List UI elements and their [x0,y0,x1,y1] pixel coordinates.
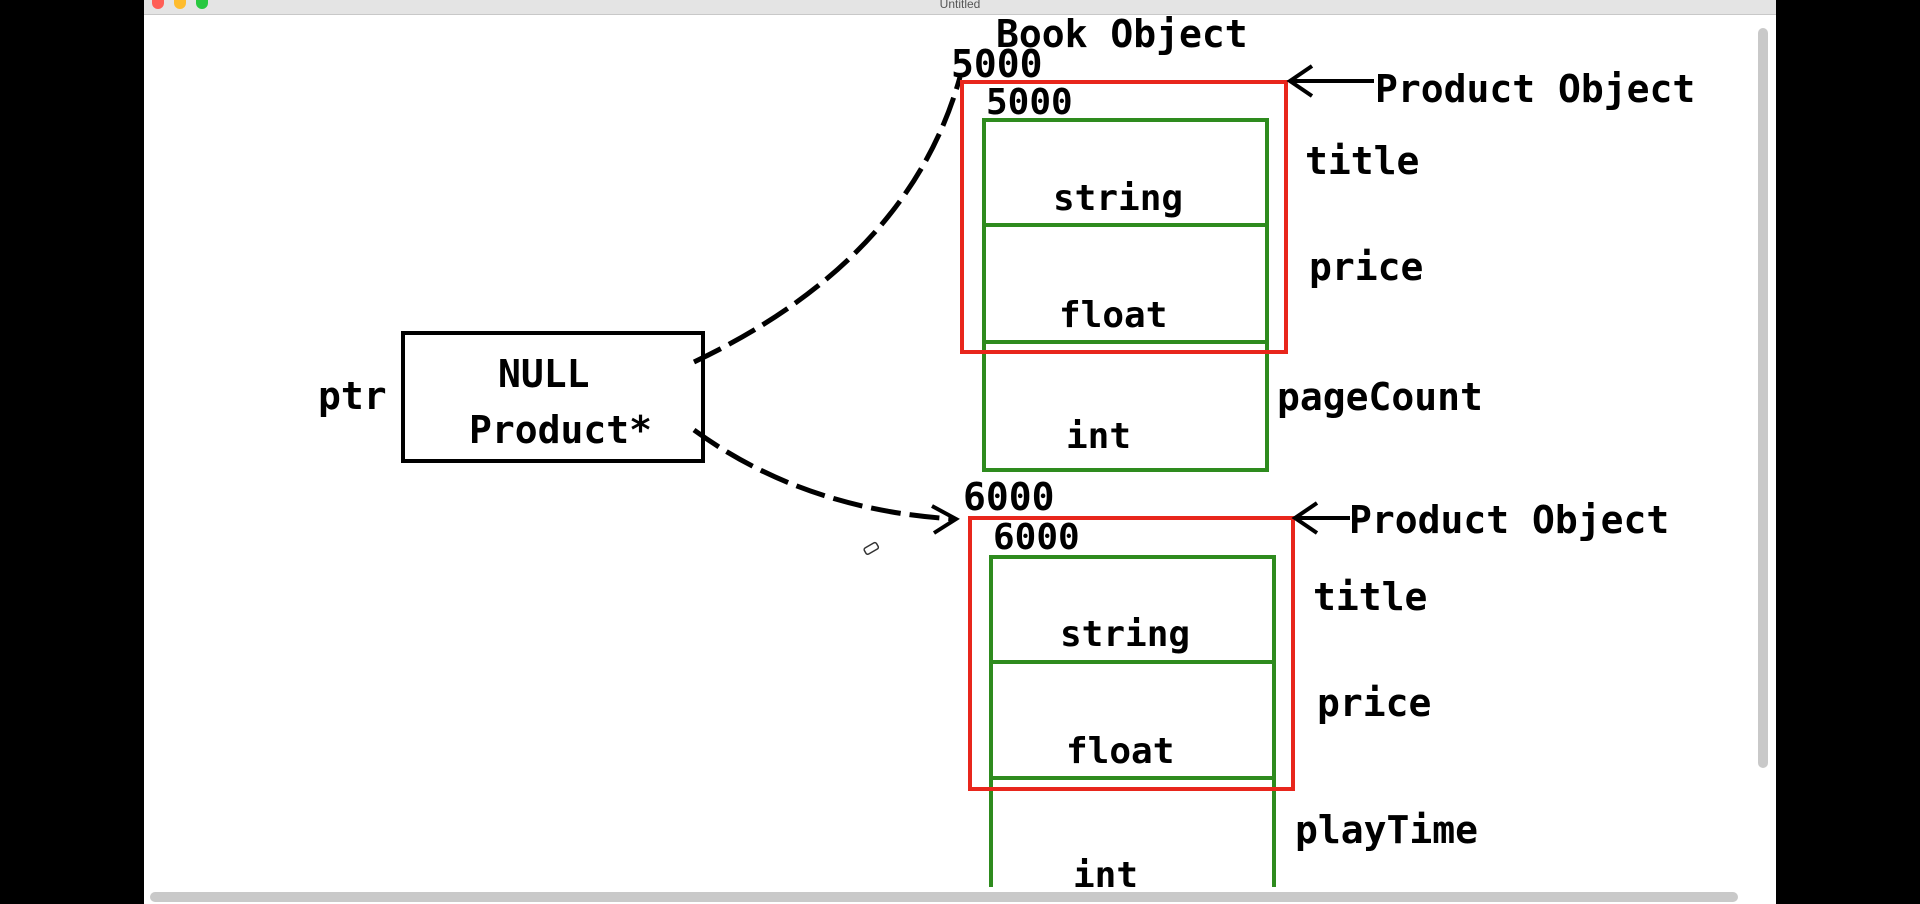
book-field-type-pagecount: int [1066,416,1132,457]
second-field-name-price: price [1317,681,1432,725]
book-field-box [982,118,1269,472]
drawing-canvas[interactable]: ptr NULL Product* Book Object 5000 5000 … [144,12,1776,894]
second-product-box [968,516,1295,791]
book-address-inner: 5000 [986,82,1073,123]
zoom-window-icon[interactable] [196,0,208,9]
arrow-to-second [692,427,955,522]
pen-cursor-icon [863,541,880,555]
horizontal-scrollbar[interactable] [150,892,1738,902]
second-product-arrow [1291,501,1350,535]
second-product-label: Product Object [1349,498,1670,542]
ptr-label: ptr [318,374,387,418]
book-field-type-price: float [1059,295,1168,336]
second-field-type-playtime: int [1073,855,1139,896]
book-field-type-title: string [1053,178,1184,219]
book-field-name-title: title [1305,139,1420,183]
close-window-icon[interactable] [152,0,164,9]
arrowhead-second [931,504,960,535]
title-bar: Untitled [144,0,1776,15]
second-field-type-price: float [1066,731,1175,772]
book-address-outer: 5000 [951,42,1043,86]
book-object-heading: Book Object [996,12,1248,56]
ptr-value: NULL [498,352,590,396]
minimize-window-icon[interactable] [174,0,186,9]
book-product-box [960,80,1288,354]
second-field-name-title: title [1313,575,1428,619]
book-field-name-price: price [1309,245,1424,289]
app-window: Untitled p [144,0,1776,904]
arrow-to-book [692,76,963,365]
second-field-type-title: string [1060,614,1191,655]
vertical-scrollbar[interactable] [1758,28,1768,768]
second-field-box [989,555,1276,887]
second-address-inner: 6000 [993,517,1080,558]
book-product-label: Product Object [1375,67,1696,111]
diagram-shapes [401,64,1374,887]
second-field-name-playtime: playTime [1295,808,1479,852]
book-product-arrow [1286,64,1374,98]
window-title: Untitled [939,0,981,11]
second-address-outer: 6000 [963,475,1055,519]
ptr-box [401,331,705,463]
ptr-type: Product* [469,408,653,452]
book-field-name-pagecount: pageCount [1277,375,1483,419]
